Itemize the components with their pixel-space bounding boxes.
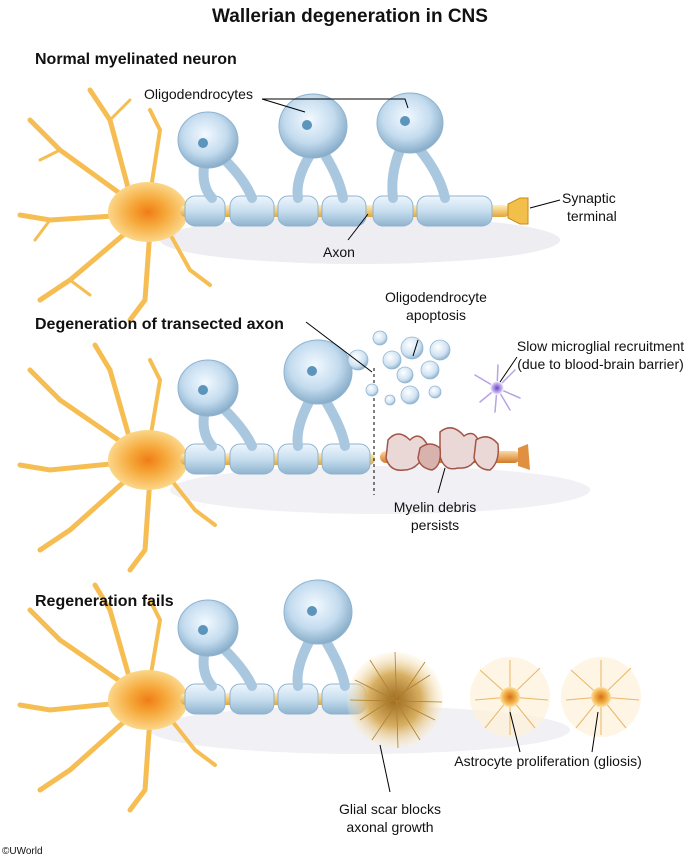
apoptotic-bodies [347, 330, 451, 406]
astrocyte-2 [561, 657, 641, 737]
label-synaptic-terminal-line1: Synaptic [562, 190, 616, 206]
row3-leader-lines [379, 711, 599, 793]
neuron-soma [108, 182, 188, 242]
synaptic-terminal [507, 197, 529, 225]
label-microglial-recruitment: Slow microglial recruitment (due to bloo… [503, 337, 698, 373]
section-heading-regeneration: Regeneration fails [35, 593, 174, 610]
label-apoptosis-line2: apoptosis [406, 307, 466, 323]
label-oligodendrocyte-apoptosis: Oligodendrocyte apoptosis [380, 288, 492, 324]
neuron-cell-body [17, 342, 217, 573]
neuron-soma [108, 430, 188, 490]
label-microglia-line1: Slow microglial recruitment [516, 338, 685, 354]
label-microglia-line2: (due to blood-brain barrier) [517, 356, 684, 372]
label-oligodendrocytes: Oligodendrocytes [144, 86, 253, 102]
shadow [170, 466, 590, 514]
label-apoptosis-line1: Oligodendrocyte [385, 289, 487, 305]
row1-leader-lines [261, 98, 561, 241]
label-axon: Axon [323, 244, 355, 260]
label-astrocyte-proliferation: Astrocyte proliferation (gliosis) [454, 753, 642, 769]
regeneration-illustration [17, 579, 641, 813]
label-scar-line2: axonal growth [346, 819, 434, 835]
label-glial-scar: Glial scar blocks axonal growth [330, 800, 450, 836]
label-debris-line2: persists [410, 517, 460, 533]
label-scar-line1: Glial scar blocks [339, 801, 441, 817]
glial-scar-fibers [349, 651, 443, 749]
astrocyte-1 [470, 657, 550, 737]
section-heading-normal: Normal myelinated neuron [35, 51, 237, 68]
degeneration-illustration [17, 330, 590, 573]
section-heading-degeneration: Degeneration of transected axon [35, 316, 284, 333]
neuron-cell-body [17, 582, 217, 813]
label-myelin-debris: Myelin debris persists [385, 498, 485, 534]
myelin-sheaths [184, 443, 371, 475]
oligodendrocytes [177, 339, 353, 417]
normal-neuron-illustration [17, 87, 560, 323]
myelin-debris [385, 427, 500, 471]
label-synaptic-terminal: Synaptic terminal [562, 189, 617, 225]
label-synaptic-terminal-line2: terminal [567, 208, 617, 224]
microglia-soma [490, 381, 504, 395]
copyright: ©UWorld [2, 846, 43, 857]
oligodendrocytes [177, 92, 444, 169]
oligodendrocyte-processes [198, 145, 450, 203]
degenerating-terminal [518, 444, 530, 470]
oligodendrocytes [177, 579, 353, 657]
diagram-title: Wallerian degeneration in CNS [212, 6, 488, 27]
neuron-soma [108, 670, 188, 730]
label-debris-line1: Myelin debris [393, 499, 477, 515]
neuron-cell-body [17, 87, 212, 323]
row2-leader-lines [305, 321, 518, 494]
shadow [160, 216, 560, 264]
